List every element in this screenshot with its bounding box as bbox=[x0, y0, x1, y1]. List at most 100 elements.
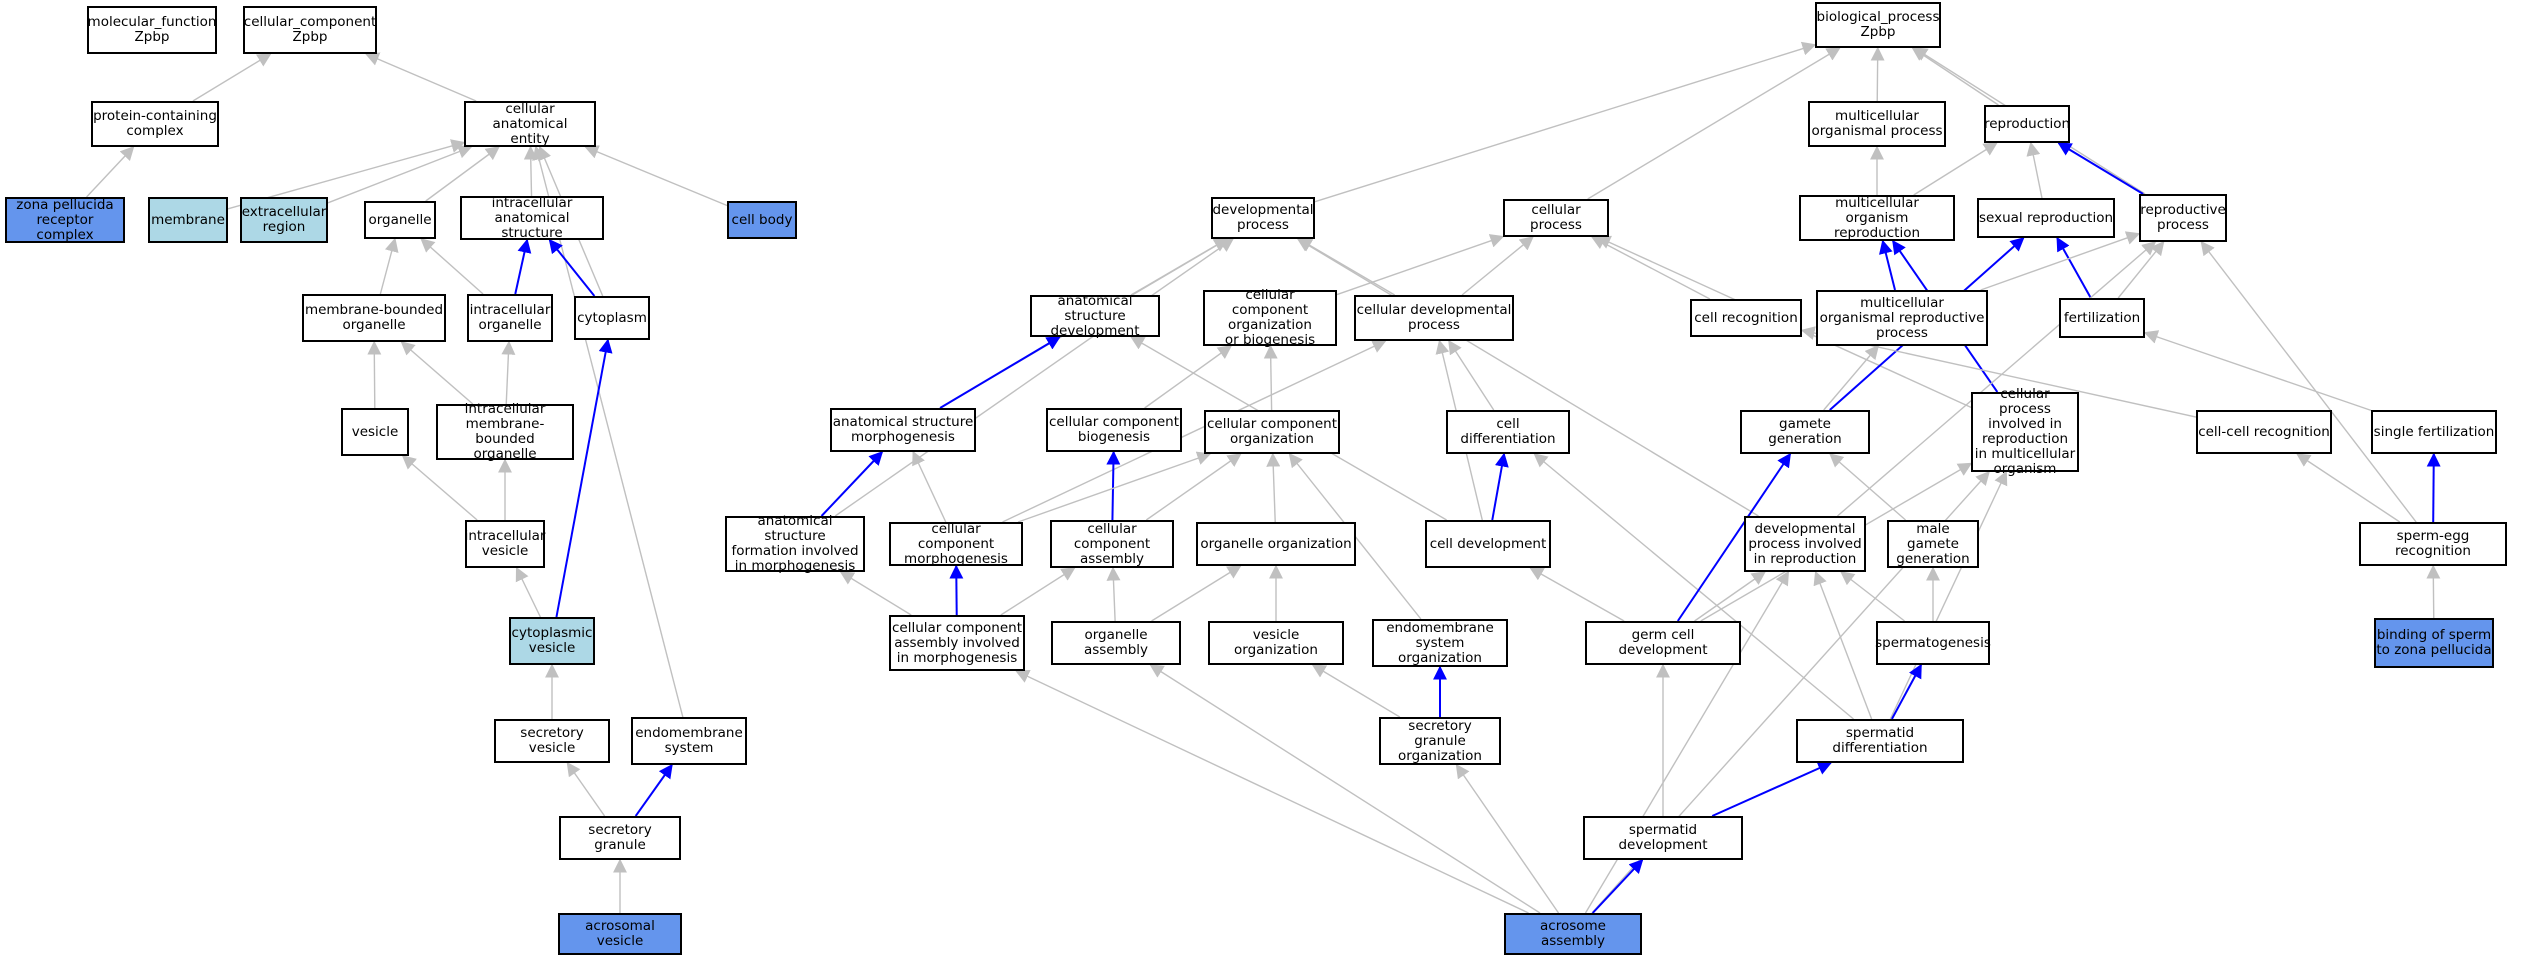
edge-cca-to-cco bbox=[1145, 453, 1242, 521]
go-term-node-cytoplasm[interactable]: cytoplasm bbox=[574, 296, 650, 340]
go-term-node-secves[interactable]: secretory vesicle bbox=[494, 719, 610, 763]
go-term-node-sgo[interactable]: secretory granule organization bbox=[1379, 717, 1501, 765]
edge-serec-to-reprop bbox=[2200, 240, 2417, 523]
edge-spdiff-to-celldiff bbox=[1533, 453, 1854, 720]
go-term-node-ccb[interactable]: cellular component biogenesis bbox=[1046, 408, 1182, 452]
go-term-node-vesorg[interactable]: vesicle organization bbox=[1208, 621, 1344, 665]
go-term-node-iv[interactable]: intracellular vesicle bbox=[465, 520, 545, 568]
edge-ccm-to-asm bbox=[912, 450, 947, 523]
edge-mor-to-repro bbox=[1913, 142, 1998, 196]
go-term-node-morp[interactable]: multicellular organismal reproductive pr… bbox=[1816, 290, 1988, 346]
edge-gamgen-to-morp bbox=[1823, 344, 1880, 411]
go-term-node-asfim[interactable]: anatomical structure formation involved … bbox=[725, 514, 865, 574]
go-term-node-gamgen[interactable]: gamete generation bbox=[1740, 410, 1870, 454]
go-term-node-ecr[interactable]: extracellular region bbox=[240, 197, 328, 243]
go-term-node-cco[interactable]: cellular component organization bbox=[1204, 410, 1340, 454]
edge-serec-to-ccr bbox=[2296, 453, 2401, 523]
go-term-node-reprop[interactable]: reproductive process bbox=[2139, 194, 2227, 242]
go-term-node-asm[interactable]: anatomical structure morphogenesis bbox=[830, 408, 976, 452]
go-term-node-celldev[interactable]: cell development bbox=[1425, 520, 1551, 568]
edge-germdev-to-celldev bbox=[1529, 567, 1625, 622]
edge-cco-to-ccob bbox=[1263, 344, 1278, 411]
go-term-node-secgran[interactable]: secretory granule bbox=[559, 816, 681, 860]
go-term-node-spdiff[interactable]: spermatid differentiation bbox=[1796, 719, 1964, 763]
go-term-node-acrves[interactable]: acrosomal vesicle bbox=[558, 913, 682, 955]
edge-pcc-to-cc bbox=[192, 53, 272, 102]
go-term-node-singfert[interactable]: single fertilization bbox=[2371, 410, 2497, 454]
go-term-node-cca[interactable]: cellular component assembly bbox=[1050, 520, 1174, 568]
go-term-node-devp[interactable]: developmental process bbox=[1211, 197, 1315, 239]
edge-ccaim-to-cca bbox=[1000, 567, 1076, 616]
edge-cellrec-to-cellp bbox=[1590, 236, 1711, 300]
go-term-node-cytves[interactable]: cytoplasmic vesicle bbox=[509, 617, 595, 665]
edge-spdiff-to-dpir bbox=[1813, 570, 1873, 720]
go-term-node-cellp[interactable]: cellular process bbox=[1503, 199, 1609, 237]
go-term-node-mgg[interactable]: male gamete generation bbox=[1887, 520, 1979, 568]
go-term-node-fert[interactable]: fertilization bbox=[2059, 298, 2145, 338]
edge-secgran-to-endsys bbox=[634, 763, 673, 817]
go-term-node-ccaim[interactable]: cellular component assembly involved in … bbox=[889, 615, 1025, 671]
edge-io-to-organelle bbox=[420, 238, 484, 295]
go-term-node-mop[interactable]: multicellular organismal process bbox=[1808, 101, 1946, 147]
go-term-node-vesicle[interactable]: vesicle bbox=[341, 408, 409, 456]
go-term-node-pcc[interactable]: protein-containing complex bbox=[91, 101, 219, 147]
edge-asfim-to-devp bbox=[834, 238, 1235, 517]
edge-ccm-to-cco bbox=[1017, 451, 1212, 523]
edge-cdp-to-cellp bbox=[1461, 236, 1534, 296]
edge-morp-to-mor bbox=[1879, 239, 1896, 291]
edge-germdev-to-dpir bbox=[1694, 571, 1766, 622]
go-term-node-sexrep[interactable]: sexual reproduction bbox=[1977, 198, 2115, 238]
go-term-node-imbo[interactable]: intracellular membrane-bounded organelle bbox=[436, 402, 574, 462]
go-term-node-io[interactable]: intracellular organelle bbox=[467, 294, 553, 342]
go-term-node-repro[interactable]: reproduction bbox=[1984, 105, 2070, 143]
go-term-node-ccm[interactable]: cellular component morphogenesis bbox=[889, 521, 1023, 566]
go-term-node-cae[interactable]: cellular anatomical entity bbox=[464, 101, 596, 147]
edge-cca-to-ccb bbox=[1106, 450, 1121, 521]
go-term-node-celldiff[interactable]: cell differentiation bbox=[1446, 410, 1570, 454]
edge-orgorg-to-cco bbox=[1266, 452, 1281, 523]
edge-cytoplasm-to-ias bbox=[548, 238, 596, 297]
edge-repro-to-bp bbox=[1911, 47, 1999, 106]
go-term-node-germdev[interactable]: germ cell development bbox=[1585, 621, 1741, 665]
go-term-node-cpirmo[interactable]: cellular process involved in reproductio… bbox=[1971, 387, 2079, 477]
go-term-node-zprc[interactable]: zona pellucida receptor complex bbox=[5, 197, 125, 243]
go-term-node-cellbody[interactable]: cell body bbox=[727, 201, 797, 239]
edge-cellp-to-bp bbox=[1587, 47, 1841, 200]
go-term-node-bp[interactable]: biological_process Zpbp bbox=[1815, 2, 1941, 48]
go-term-node-ccob[interactable]: cellular component organization or bioge… bbox=[1203, 288, 1337, 348]
edge-reprop-to-repro bbox=[2057, 142, 2144, 195]
go-term-node-ias[interactable]: intracellular anatomical structure bbox=[460, 195, 604, 240]
go-term-node-dpir[interactable]: developmental process involved in reprod… bbox=[1744, 516, 1866, 572]
edge-asm-to-asd bbox=[939, 336, 1061, 409]
go-term-node-mor[interactable]: multicellular organism reproduction bbox=[1799, 195, 1955, 241]
edge-mop-to-bp bbox=[1870, 46, 1885, 102]
edge-cytves-to-cytoplasm bbox=[555, 338, 613, 618]
edge-sexrep-to-repro bbox=[2026, 141, 2043, 199]
edge-spdiff-to-cpirmo bbox=[1889, 470, 2008, 720]
edge-ccob-to-cellp bbox=[1336, 234, 1505, 296]
go-term-node-membrane[interactable]: membrane bbox=[148, 197, 228, 243]
edge-cytves-to-iv bbox=[515, 566, 542, 618]
edge-spdev-to-spdiff bbox=[1711, 761, 1833, 817]
go-term-node-acrasm[interactable]: acrosome assembly bbox=[1504, 913, 1642, 955]
go-term-node-serec[interactable]: sperm-egg recognition bbox=[2359, 522, 2507, 566]
go-term-node-asd[interactable]: anatomical structure development bbox=[1030, 293, 1160, 338]
edge-iv-to-vesicle bbox=[401, 455, 478, 521]
go-term-node-endso[interactable]: endomembrane system organization bbox=[1372, 619, 1508, 667]
go-term-node-ccr[interactable]: cell-cell recognition bbox=[2196, 410, 2332, 454]
go-term-node-orgorg[interactable]: organelle organization bbox=[1196, 522, 1356, 566]
go-term-node-orgasm[interactable]: organelle assembly bbox=[1051, 621, 1181, 665]
edge-acrasm-to-spdev bbox=[1591, 858, 1644, 914]
go-term-node-cdp[interactable]: cellular developmental process bbox=[1354, 295, 1514, 341]
go-term-node-spdev[interactable]: spermatid development bbox=[1583, 816, 1743, 860]
go-term-node-cc[interactable]: cellular_component Zpbp bbox=[243, 6, 377, 54]
edge-cae-to-cc bbox=[364, 52, 477, 102]
go-term-node-organelle[interactable]: organelle bbox=[364, 201, 436, 239]
go-term-node-spermatog[interactable]: spermatogenesis bbox=[1875, 621, 1991, 665]
go-term-node-mf[interactable]: molecular_function Zpbp bbox=[87, 6, 217, 54]
edge-vesicle-to-mbo bbox=[367, 340, 382, 409]
go-term-node-mbo[interactable]: membrane-bounded organelle bbox=[302, 294, 446, 342]
go-term-node-bszp[interactable]: binding of sperm to zona pellucida bbox=[2374, 618, 2494, 668]
go-term-node-cellrec[interactable]: cell recognition bbox=[1690, 299, 1802, 337]
go-term-node-endsys[interactable]: endomembrane system bbox=[631, 717, 747, 765]
